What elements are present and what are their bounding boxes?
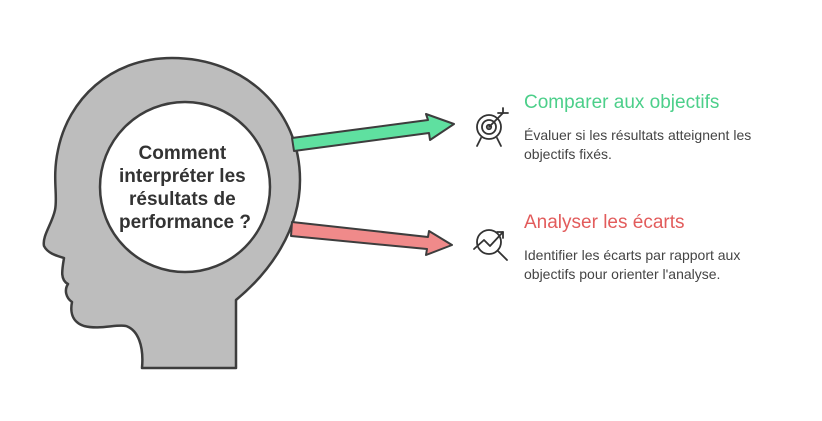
question-text: Comment interpréter les résultats de per… (119, 143, 251, 233)
item-desc-compare: Évaluer si les résultats atteignent les … (524, 127, 752, 162)
item-title-compare: Comparer aux objectifs (524, 92, 720, 113)
chart-magnifier-icon (473, 229, 508, 261)
target-icon (476, 107, 509, 147)
question-circle (98, 100, 272, 274)
green-arrow (291, 113, 455, 152)
item-desc-gaps: Identifier les écarts par rapport aux ob… (524, 247, 741, 282)
item-title-gaps: Analyser les écarts (524, 212, 685, 233)
red-arrow (290, 221, 453, 256)
